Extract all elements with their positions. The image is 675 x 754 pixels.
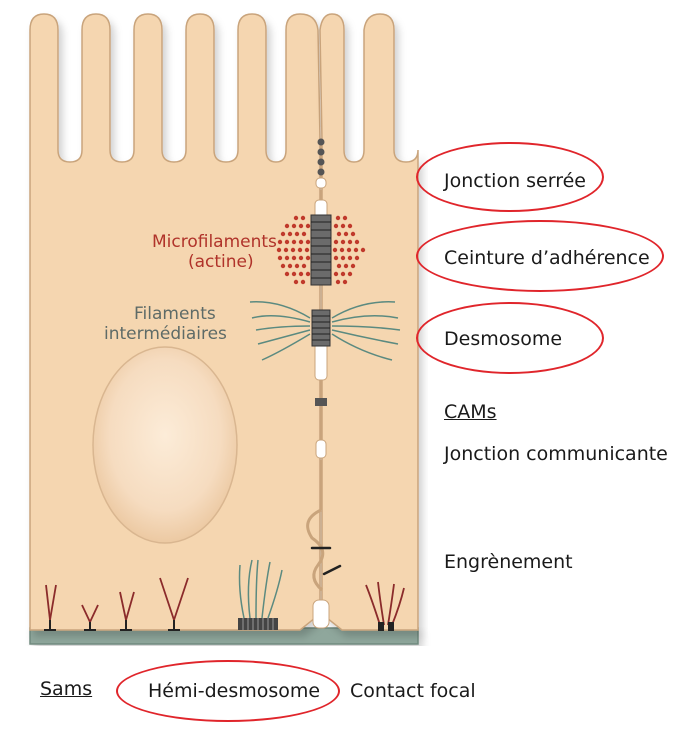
tight-junction-label: Jonction serrée: [444, 170, 586, 192]
nucleus: [92, 346, 238, 544]
actin-dot: [284, 223, 290, 229]
actin-dot: [280, 263, 286, 269]
desmosome-ring: [416, 302, 604, 374]
hemidesmosome-label: Hémi-desmosome: [148, 680, 321, 702]
actin-dot: [298, 223, 304, 229]
cams-label: CAMs: [444, 401, 497, 423]
actin-dot: [301, 263, 307, 269]
actin-dot: [360, 247, 366, 253]
actin-dot: [332, 247, 338, 253]
actin-dot: [294, 263, 300, 269]
microfilaments-label: Microfilaments (actine): [152, 232, 277, 273]
actin-dot: [290, 247, 296, 253]
actin-dot: [277, 239, 283, 245]
focal-contact-label: Contact focal: [350, 680, 476, 702]
actin-dot: [284, 255, 290, 261]
filaments-text: Filaments: [134, 304, 216, 324]
hemidesmosome: [238, 559, 283, 630]
hemidesmosome-ring: [116, 660, 340, 722]
actin-dot: [347, 255, 353, 261]
interdigitation-connectors: [310, 546, 342, 576]
actin-dot: [335, 215, 341, 221]
actin-dot: [333, 271, 339, 277]
desmosome-label: Desmosome: [444, 328, 563, 350]
filaments-label: Filaments intermédiaires: [104, 304, 227, 345]
actin-dot: [340, 255, 346, 261]
actin-dot: [291, 271, 297, 277]
actin-dot: [340, 223, 346, 229]
focal-contact: [365, 581, 405, 626]
actin-dot: [287, 231, 293, 237]
actin-dot: [284, 239, 290, 245]
actin-dot: [305, 271, 311, 277]
actin-dot: [294, 231, 300, 237]
adherens-belt-label: Ceinture d’adhérence: [444, 247, 650, 269]
actin-dot: [298, 239, 304, 245]
actin-dot: [284, 271, 290, 277]
actin-dot: [353, 247, 359, 253]
actin-dot: [283, 247, 289, 253]
intermediaires-text: intermédiaires: [104, 324, 227, 345]
actin-dot: [347, 223, 353, 229]
sams-anchors: [45, 577, 189, 623]
actin-microfilaments: [276, 215, 366, 285]
intermediate-filaments: [249, 301, 401, 361]
actin-dot: [277, 255, 283, 261]
actin-dot: [300, 279, 306, 285]
actin-dot: [300, 215, 306, 221]
actin-dot: [298, 255, 304, 261]
actin-dot: [347, 239, 353, 245]
actin-dot: [293, 279, 299, 285]
actin-dot: [343, 231, 349, 237]
gap-junction-label: Jonction communicante: [444, 443, 668, 465]
actin-dot: [333, 239, 339, 245]
actin-dot: [343, 263, 349, 269]
actin-dot: [333, 223, 339, 229]
actin-dot: [305, 239, 311, 245]
actin-dot: [342, 279, 348, 285]
actin-dot: [301, 231, 307, 237]
tight-junction-ring: [416, 142, 604, 212]
actin-dot: [293, 215, 299, 221]
actin-dot: [304, 247, 310, 253]
actin-dot: [339, 247, 345, 253]
actin-dot: [305, 223, 311, 229]
adherens-belt: [310, 214, 332, 286]
actine-text: (actine): [188, 252, 254, 273]
actin-dot: [350, 231, 356, 237]
actin-dot: [340, 239, 346, 245]
actin-dot: [347, 271, 353, 277]
cam-junction: [315, 398, 327, 406]
actin-dot: [354, 239, 360, 245]
actin-dot: [291, 255, 297, 261]
actin-dot: [291, 239, 297, 245]
actin-dot: [333, 255, 339, 261]
actin-dot: [298, 271, 304, 277]
interdigitation-label: Engrènement: [444, 551, 573, 573]
actin-dot: [297, 247, 303, 253]
actin-dot: [350, 263, 356, 269]
actin-dot: [305, 255, 311, 261]
tight-junction: [317, 138, 325, 176]
adherens-belt-ring: [416, 220, 664, 292]
microfilaments-text: Microfilaments: [152, 232, 277, 252]
actin-dot: [280, 231, 286, 237]
actin-dot: [346, 247, 352, 253]
actin-dot: [335, 279, 341, 285]
actin-dot: [354, 255, 360, 261]
sams-label: Sams: [40, 678, 93, 700]
actin-dot: [340, 271, 346, 277]
actin-dot: [342, 215, 348, 221]
right-cell: [319, 13, 419, 631]
actin-dot: [291, 223, 297, 229]
actin-dot: [276, 247, 282, 253]
actin-dot: [336, 263, 342, 269]
actin-dot: [336, 231, 342, 237]
actin-dot: [287, 263, 293, 269]
